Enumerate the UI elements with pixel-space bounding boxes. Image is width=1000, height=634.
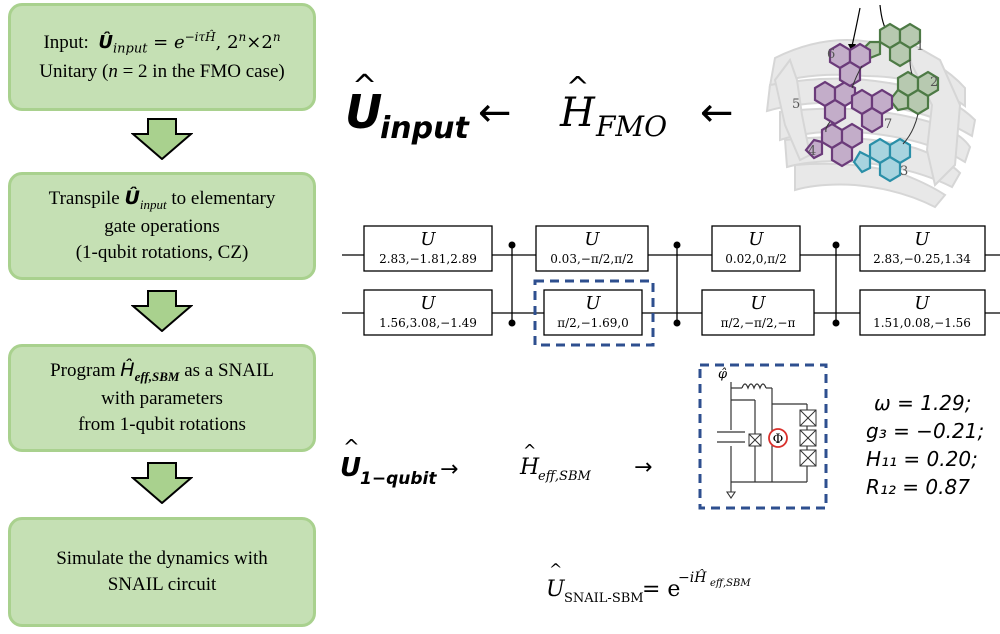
site-2-green xyxy=(888,70,940,116)
svg-text:eff,SBM: eff,SBM xyxy=(710,578,751,589)
svg-text:U: U xyxy=(585,293,601,314)
svg-text:→: → xyxy=(634,455,652,480)
svg-text:U: U xyxy=(420,293,436,314)
down-arrow-icon xyxy=(131,118,193,160)
site-label-7: 7 xyxy=(884,117,892,132)
svg-text:^: ^ xyxy=(523,441,536,460)
snail-circuit: φ̂ xyxy=(698,363,828,510)
svg-text:U: U xyxy=(750,293,766,314)
gate-top-1: U 2.83,−1.81,2.89 xyxy=(363,225,493,272)
site-label-5: 5 xyxy=(792,97,800,112)
top-equation: U ^ input ← H ^ FMO ← xyxy=(345,69,734,146)
down-arrow-icon xyxy=(131,290,193,332)
down-arrow-icon xyxy=(131,462,193,504)
site-3-teal xyxy=(852,137,912,183)
gate-bottom-3: U π/2,−π/2,−π xyxy=(701,289,815,336)
svg-text:U: U xyxy=(748,229,764,250)
flow-box-program: Program Ĥeff,SBM as a SNAIL with paramet… xyxy=(8,344,316,452)
snail-parameters: ω = 1.29; g₃ = −0.21; H₁₁ = 0.20; R₁₂ = … xyxy=(866,391,984,499)
input-unitary-math: Ûinput = e−iτĤ, 2n×2n xyxy=(98,30,281,57)
svg-text:eff,SBM: eff,SBM xyxy=(538,469,591,484)
site-label-6: 6 xyxy=(827,47,835,62)
flow-box-simulate-line2: SNAIL circuit xyxy=(107,574,217,595)
flow-box-input-line1: Input: Ûinput = e−iτĤ, 2n×2n xyxy=(43,30,281,57)
svg-text:U: U xyxy=(420,229,436,250)
svg-text:−iĤ: −iĤ xyxy=(678,568,707,586)
svg-text:U: U xyxy=(340,453,361,483)
flow-box-program-line3: from 1-qubit rotations xyxy=(78,414,246,436)
gate-bottom-2: U π/2,−1.69,0 xyxy=(543,289,643,336)
gate-top-4: U 2.83,−0.25,1.34 xyxy=(859,225,986,272)
svg-text:^: ^ xyxy=(352,69,377,104)
svg-text:FMO: FMO xyxy=(595,110,667,143)
svg-text:input: input xyxy=(380,111,470,146)
svg-text:SNAIL-SBM: SNAIL-SBM xyxy=(564,591,644,606)
site-4-purple xyxy=(804,122,864,168)
svg-text:U: U xyxy=(546,577,566,602)
fmo-protein-illustration: 1 2 3 4 5 xyxy=(765,4,977,209)
svg-text:H₁₁ = 0.20;: H₁₁ = 0.20; xyxy=(866,447,978,471)
svg-text:π/2,−1.69,0: π/2,−1.69,0 xyxy=(557,316,629,330)
svg-text:1.51,0.08,−1.56: 1.51,0.08,−1.56 xyxy=(873,316,971,330)
arrow-left-1: ← xyxy=(478,90,512,136)
flow-box-transpile-line3: (1-qubit rotations, CZ) xyxy=(75,242,249,264)
svg-text:^: ^ xyxy=(343,435,360,459)
flow-box-input: Input: Ûinput = e−iτĤ, 2n×2n Unitary (n … xyxy=(8,3,316,111)
svg-text:g₃ = −0.21;: g₃ = −0.21; xyxy=(866,419,984,443)
svg-text:0.02,0,π/2: 0.02,0,π/2 xyxy=(725,252,787,266)
flow-box-program-line2: with parameters xyxy=(101,388,223,410)
svg-text:U: U xyxy=(584,229,600,250)
flow-box-program-line1: Program Ĥeff,SBM as a SNAIL xyxy=(50,359,274,385)
bottom-equation: U ^ SNAIL-SBM = e −iĤ eff,SBM xyxy=(546,560,751,606)
svg-text:2.83,−0.25,1.34: 2.83,−0.25,1.34 xyxy=(873,252,971,266)
svg-text:ω = 1.29;: ω = 1.29; xyxy=(874,391,972,415)
svg-text:Φ: Φ xyxy=(773,432,784,447)
highlight-dashed-box xyxy=(533,279,655,347)
flow-box-simulate-line1: Simulate the dynamics with xyxy=(56,547,268,569)
svg-text:π/2,−π/2,−π: π/2,−π/2,−π xyxy=(721,316,796,330)
flow-box-transpile-line1: Transpile Ûinput to elementary xyxy=(48,187,276,213)
svg-text:1−qubit: 1−qubit xyxy=(360,469,437,489)
svg-text:U: U xyxy=(914,229,930,250)
flux-icon xyxy=(768,428,788,448)
svg-text:1.56,3.08,−1.49: 1.56,3.08,−1.49 xyxy=(379,316,477,330)
svg-text:R₁₂ = 0.87: R₁₂ = 0.87 xyxy=(866,475,970,499)
site-label-4: 4 xyxy=(808,144,816,159)
site-label-3: 3 xyxy=(900,164,908,179)
site-7-purple xyxy=(850,88,894,134)
svg-text:U: U xyxy=(914,293,930,314)
svg-text:2.83,−1.81,2.89: 2.83,−1.81,2.89 xyxy=(379,252,477,266)
svg-text:= e: = e xyxy=(642,577,680,602)
gate-bottom-4: U 1.51,0.08,−1.56 xyxy=(859,289,986,336)
svg-text:H: H xyxy=(559,90,596,136)
svg-text:U: U xyxy=(345,85,382,139)
arrow-left-2: ← xyxy=(700,90,734,136)
gate-top-3: U 0.02,0,π/2 xyxy=(711,225,801,272)
gate-bottom-1: U 1.56,3.08,−1.49 xyxy=(363,289,493,336)
svg-text:→: → xyxy=(440,457,458,482)
svg-text:^: ^ xyxy=(549,560,562,579)
flow-box-transpile-line2: gate operations xyxy=(104,216,220,238)
flow-box-input-line2: Unitary (n = 2 in the FMO case) xyxy=(39,60,285,82)
svg-text:H: H xyxy=(519,455,540,480)
flow-box-simulate: Simulate the dynamics with SNAIL circuit xyxy=(8,517,316,627)
mapping-equation: U ^ 1−qubit → H ^ eff,SBM → xyxy=(340,435,652,489)
gate-top-2: U 0.03,−π/2,π/2 xyxy=(535,225,649,272)
flow-box-transpile: Transpile Ûinput to elementary gate oper… xyxy=(8,172,316,280)
site-label-2: 2 xyxy=(930,75,938,90)
site-5-purple xyxy=(813,80,857,126)
site-label-1: 1 xyxy=(916,39,924,54)
svg-text:^: ^ xyxy=(566,70,589,103)
svg-text:φ̂: φ̂ xyxy=(718,367,728,382)
cz-dots xyxy=(508,241,840,327)
svg-text:0.03,−π/2,π/2: 0.03,−π/2,π/2 xyxy=(550,252,634,266)
